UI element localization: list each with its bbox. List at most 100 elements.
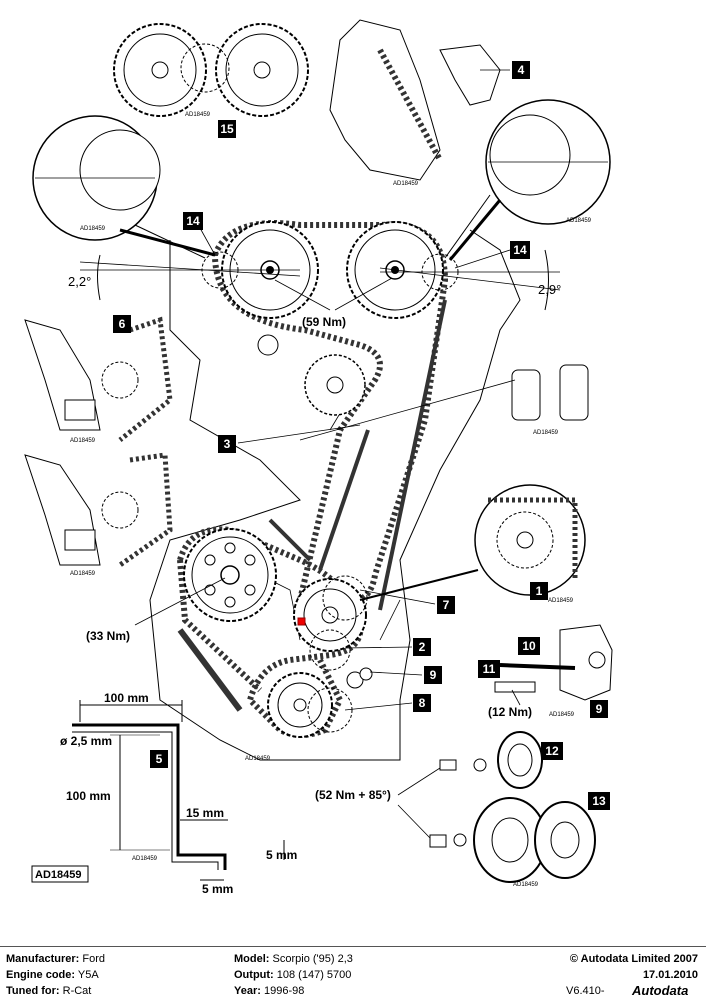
chain-guide-left	[318, 429, 370, 571]
tensioner-torque-label: (12 Nm)	[488, 705, 532, 719]
figure-code-14-right: AD18459	[566, 218, 592, 224]
chain-guide-mid	[268, 518, 312, 562]
reference-code: V6.410-	[566, 985, 605, 997]
leader-7	[359, 589, 436, 605]
chain-guide-lower	[177, 628, 243, 712]
callout-11: 11	[478, 660, 500, 678]
pulley-13	[473, 797, 596, 883]
svg-text:7: 7	[443, 598, 450, 612]
callout-5: 5	[150, 750, 168, 768]
leader-pulley-lower	[397, 804, 431, 839]
timing-chain-diagram: 15 4 14 14 6 3 1 7 2 9 8 10	[24, 19, 613, 896]
callout-15: 15	[218, 120, 236, 138]
crank-zoom-detail	[359, 484, 586, 601]
idler-torque-label: (33 Nm)	[86, 629, 130, 643]
pulley-bolt-upper	[439, 758, 487, 772]
footer-row-1: Manufacturer: Ford Model: Scorpio ('95) …	[0, 951, 706, 967]
leader-8	[344, 702, 413, 711]
output-value: 108 (147) 5700	[276, 969, 352, 981]
left-angle-ref-line-2	[79, 261, 301, 277]
output-label: Output:	[234, 969, 274, 981]
callout-14-right: 14	[510, 241, 530, 259]
leader-59nm-left	[274, 279, 331, 311]
callout-9-upper: 9	[424, 666, 442, 684]
chain-guide-right	[378, 299, 447, 611]
svg-text:AD18459: AD18459	[35, 869, 81, 881]
upper-timing-chain	[211, 220, 449, 604]
camshaft-torque-label: (59 Nm)	[302, 315, 346, 329]
left-tensioner-detail-upper	[24, 316, 173, 442]
figure-code-6-upper: AD18459	[70, 438, 96, 444]
svg-text:5: 5	[156, 752, 163, 766]
svg-text:13: 13	[592, 794, 606, 808]
intermediate-sprocket	[304, 354, 366, 416]
callout-4: 4	[512, 61, 530, 79]
autodata-logo: Autodata	[632, 983, 689, 998]
callout-1: 1	[530, 582, 548, 600]
tool-width-label: 100 mm	[104, 691, 149, 705]
tensioner-pivot	[346, 671, 364, 689]
left-angle-label: 2,2°	[68, 274, 91, 289]
footer-row-3: Tuned for: R-Cat Year: 1996-98 V6.410- A…	[0, 983, 706, 999]
svg-text:6: 6	[119, 317, 126, 331]
leader-pulley-upper	[397, 767, 441, 796]
svg-text:10: 10	[522, 639, 536, 653]
figure-code-6-lower: AD18459	[70, 571, 96, 577]
engine-code-value: Y5A	[77, 969, 99, 981]
figure-code-5: AD18459	[132, 856, 158, 862]
tuned-for-value: R-Cat	[62, 985, 92, 997]
svg-text:2: 2	[419, 640, 426, 654]
pulley-torque-label: (52 Nm + 85°)	[315, 788, 391, 802]
figure-code-4: AD18459	[393, 181, 419, 187]
callout-10: 10	[518, 637, 540, 655]
callout-3: 3	[218, 435, 236, 453]
figure-code-13: AD18459	[513, 882, 539, 888]
left-tensioner-detail-lower	[24, 452, 173, 568]
callout-7: 7	[437, 596, 455, 614]
manufacturer-value: Ford	[82, 953, 106, 965]
leader-14-left	[199, 227, 216, 256]
callout-13: 13	[588, 792, 610, 810]
model-value: Scorpio ('95) 2,3	[272, 953, 353, 965]
crankshaft-sprocket	[293, 578, 367, 652]
tool-tip-label: 5 mm	[202, 882, 233, 896]
right-angle-label: 2,9°	[538, 282, 561, 297]
hydraulic-lifters	[511, 364, 589, 421]
leader-12nm	[511, 689, 521, 706]
pulley-bolt-lower	[429, 833, 467, 848]
detail-sprocket-pair	[113, 23, 309, 117]
svg-text:14: 14	[513, 243, 527, 257]
right-zoom-detail	[444, 99, 611, 261]
figure-code-14-left: AD18459	[80, 226, 106, 232]
callout-8: 8	[413, 694, 431, 712]
engine-code-label: Engine code:	[6, 969, 76, 981]
svg-text:14: 14	[186, 214, 200, 228]
oil-pump-mark-circle	[307, 687, 353, 733]
small-bolt	[257, 334, 279, 356]
footer-row-2: Engine code: Y5A Output: 108 (147) 5700 …	[0, 967, 706, 983]
svg-text:12: 12	[545, 744, 559, 758]
model-label: Model:	[234, 953, 270, 965]
svg-text:9: 9	[430, 668, 437, 682]
tensioner-assembly	[494, 624, 613, 701]
callout-12: 12	[541, 742, 563, 760]
timing-pin-tool-drawing	[72, 700, 285, 881]
manufacturer-label: Manufacturer:	[6, 953, 80, 965]
figure-code-15: AD18459	[185, 112, 211, 118]
leader-9	[369, 671, 423, 676]
figure-code-9: AD18459	[549, 712, 575, 718]
tool-offset-label: 15 mm	[186, 806, 224, 820]
tool-code-box: AD18459	[31, 865, 89, 883]
svg-text:11: 11	[483, 662, 496, 676]
left-angle-arrow	[97, 254, 101, 301]
year-label: Year:	[234, 985, 261, 997]
tensioner-detail	[329, 19, 501, 181]
callout-9-lower: 9	[590, 700, 608, 718]
year-value: 1996-98	[263, 985, 305, 997]
figure-code-1: AD18459	[548, 598, 574, 604]
callout-14-left: 14	[183, 212, 203, 230]
figure-code-main: AD18459	[245, 756, 271, 762]
pulley-12	[497, 731, 543, 789]
leader-3	[237, 424, 361, 444]
document-footer: Manufacturer: Ford Model: Scorpio ('95) …	[0, 946, 706, 1000]
